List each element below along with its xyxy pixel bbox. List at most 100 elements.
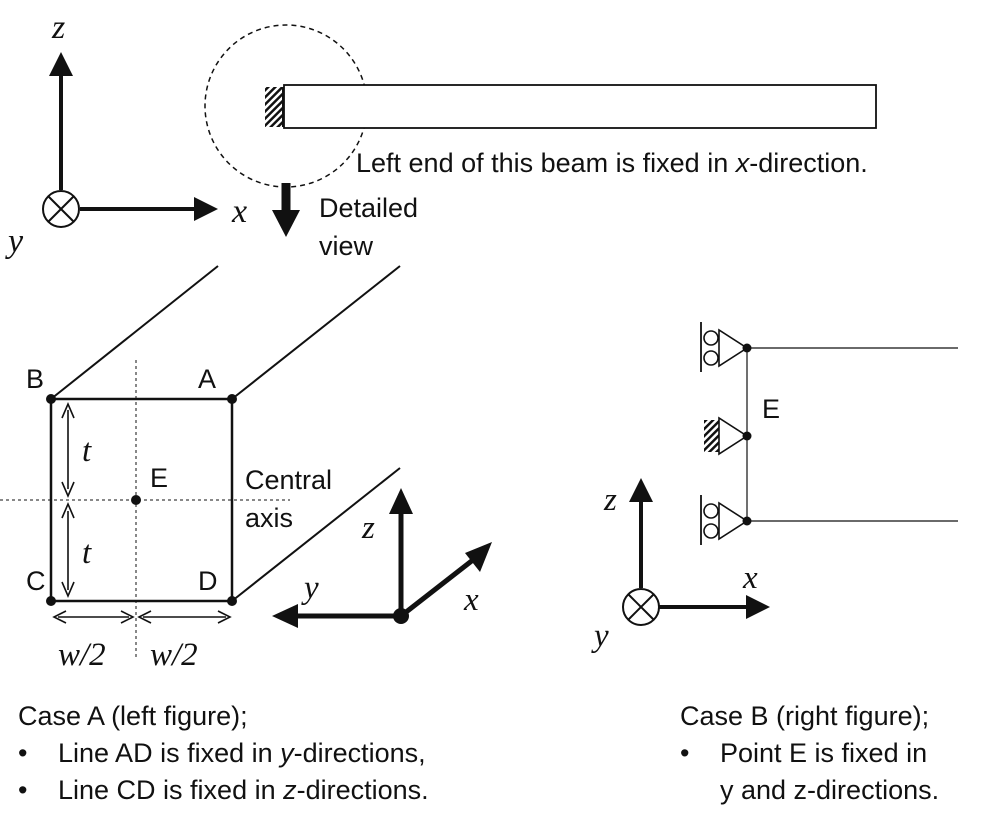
pin-e-hatch [704, 420, 719, 452]
cross-section-view: A B C D E Central axis t t w [0, 265, 401, 673]
case-a-item-1: • Line AD is fixed in y-directions, [18, 735, 429, 772]
mid-origin [393, 608, 409, 624]
mid-z-label: z [361, 510, 375, 546]
roller-top-pin [742, 343, 752, 353]
point-e [131, 495, 141, 505]
dim-t-upper-head-top [61, 401, 75, 419]
label-d: D [198, 566, 218, 596]
mid-y-arrowhead [272, 604, 298, 628]
mid-x-label: x [463, 582, 479, 618]
pinned-support-e [704, 416, 752, 456]
case-a-item-1-end: -directions, [293, 738, 426, 768]
label-e: E [150, 463, 168, 493]
top-coordinate-system: z x y [5, 9, 247, 260]
case-b-item-2-text: y and z-directions. [720, 775, 940, 805]
case-a-item-2-start: Line CD is fixed in [58, 775, 284, 805]
beam-group: Left end of this beam is fixed in x-dire… [204, 24, 877, 188]
dim-t-lower-head-bottom [61, 581, 75, 599]
label-w-half-left: w/2 [58, 637, 106, 673]
dim-w-right-head-left [137, 610, 152, 624]
top-z-label: z [51, 9, 65, 46]
middle-coordinate-system: z y x [272, 488, 492, 628]
case-a-item-1-axis: y [280, 738, 294, 768]
right-y-label: y [591, 618, 609, 654]
label-e-right: E [762, 394, 780, 424]
label-c: C [26, 566, 46, 596]
case-b-item-1-text: Point E is fixed in [720, 738, 928, 768]
right-z-arrowhead [629, 478, 653, 502]
right-x-arrowhead [746, 595, 770, 619]
case-a-bullet-1: • [18, 738, 28, 768]
case-b-title: Case B (right figure); [680, 701, 930, 731]
dimension-w-left [52, 610, 135, 624]
roller-top-wheel-2 [703, 350, 719, 366]
beam-fixed-end-hatch [265, 87, 283, 127]
central-axis-label-line2: axis [245, 503, 293, 533]
case-a-item-2-axis: z [283, 775, 297, 805]
beam-note: Left end of this beam is fixed in x-dire… [356, 148, 868, 178]
dimension-t-upper [61, 401, 75, 499]
case-a-item-1-start: Line AD is fixed in [58, 738, 281, 768]
dim-t-upper-head-bottom [61, 481, 75, 499]
detail-arrowhead [272, 210, 300, 237]
dim-w-left-head-right [120, 610, 135, 624]
right-coordinate-system: z x y [591, 478, 770, 654]
roller-bottom-wheel-2 [703, 523, 719, 539]
point-a [227, 394, 237, 404]
dimension-w-right [137, 610, 232, 624]
top-x-arrowhead [194, 197, 218, 221]
case-b-caption: Case B (right figure); • Point E is fixed… [680, 698, 939, 809]
point-c [46, 596, 56, 606]
case-a-item-2-end: -directions. [296, 775, 429, 805]
dimension-t-lower [61, 501, 75, 599]
right-x-label: x [742, 560, 758, 596]
detailed-view-indicator: Detailed view [272, 183, 418, 261]
roller-bottom-pin [742, 516, 752, 526]
roller-support-bottom [700, 495, 752, 545]
edge-from-d [231, 467, 401, 602]
label-t-lower: t [82, 535, 92, 571]
top-z-arrowhead [49, 52, 73, 76]
roller-top-wheel-1 [703, 330, 719, 346]
point-d [227, 596, 237, 606]
point-e-right [742, 431, 752, 441]
beam-note-axis: x [734, 148, 751, 178]
case-b-bullet: • [680, 738, 690, 768]
roller-bottom-triangle [718, 501, 749, 541]
mid-y-label: y [301, 570, 319, 606]
mid-x-axis-line [399, 554, 480, 618]
case-a-item-2: • Line CD is fixed in z-directions. [18, 772, 429, 809]
beam-rectangle [283, 84, 877, 129]
dim-w-right-head-right [217, 610, 232, 624]
top-y-label: y [5, 223, 24, 260]
roller-top-triangle [718, 328, 749, 368]
right-z-label: z [603, 482, 617, 518]
case-a-bullet-2: • [18, 775, 28, 805]
pin-e-triangle [718, 416, 749, 456]
detailed-view-label-line1: Detailed [319, 193, 418, 223]
label-w-half-right: w/2 [150, 637, 198, 673]
central-axis-label-line1: Central [245, 465, 332, 495]
roller-bottom-wheel-1 [703, 503, 719, 519]
detailed-view-label-line2: view [319, 231, 374, 261]
label-b: B [26, 364, 44, 394]
case-b-item-2: y and z-directions. [680, 772, 939, 809]
right-y-cross-b [627, 593, 655, 621]
dim-w-left-head-left [52, 610, 67, 624]
point-b [46, 394, 56, 404]
dim-t-lower-head-top [61, 501, 75, 519]
case-a-title: Case A (left figure); [18, 701, 248, 731]
beam-note-text-start: Left end of this beam is fixed in [356, 148, 736, 178]
top-y-cross-b [47, 195, 75, 223]
mid-x-arrowhead [465, 542, 492, 572]
beam-note-text-end: -direction. [749, 148, 868, 178]
edge-from-a [231, 265, 401, 400]
label-a: A [198, 364, 216, 394]
mid-z-arrowhead [389, 488, 413, 514]
label-t-upper: t [82, 433, 92, 469]
top-x-label: x [231, 193, 247, 230]
roller-support-top [700, 322, 752, 372]
case-b-figure: E z x y [591, 322, 958, 654]
case-a-caption: Case A (left figure); • Line AD is fixed … [18, 698, 429, 809]
